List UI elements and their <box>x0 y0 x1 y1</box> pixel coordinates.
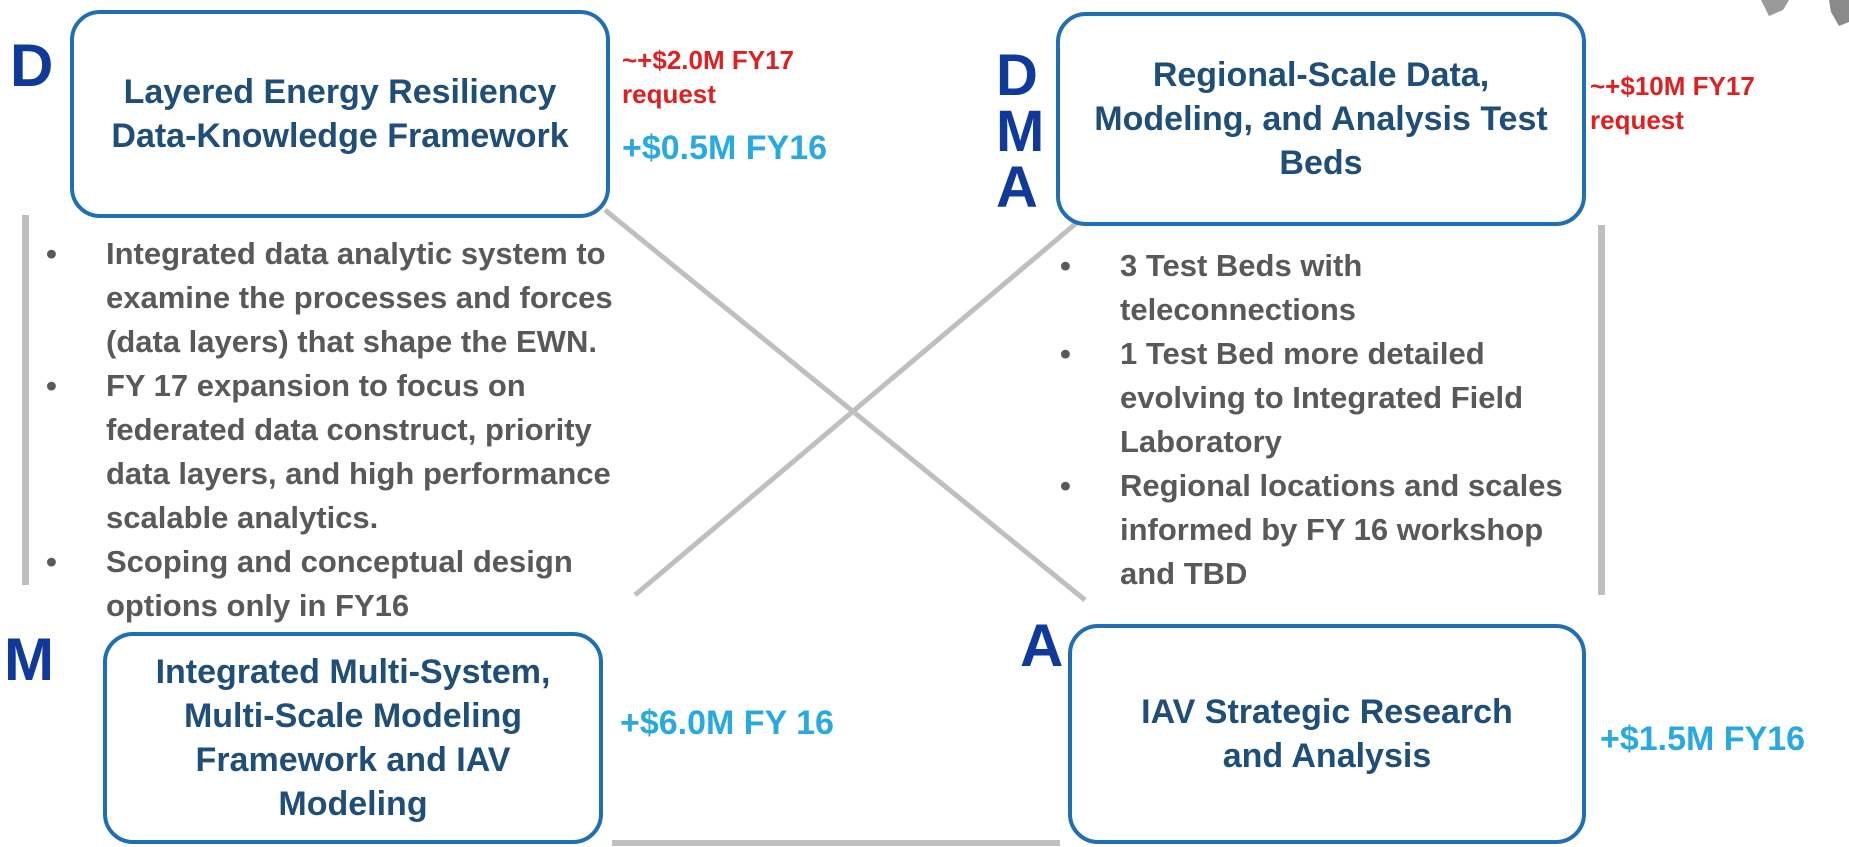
bullet-item: FY 17 expansion to focus on federated da… <box>30 364 650 540</box>
letter-a: A <box>1020 612 1064 679</box>
connector-data-to-analysis <box>603 208 1087 602</box>
data-framework-bullets: Integrated data analytic system to exami… <box>30 232 650 628</box>
data-fy17-request: ~+$2.0M FY17 request <box>622 44 794 112</box>
letter-m: M <box>4 626 54 693</box>
letter-dma-m: M <box>996 99 1045 164</box>
data-fy17-request-text: ~+$2.0M FY17 request <box>622 45 794 109</box>
connector-testbeds-to-modeling <box>633 218 1082 597</box>
bullet-item: 3 Test Beds with teleconnections <box>1044 244 1584 332</box>
data-framework-title: Layered Energy Resiliency Data-Knowledge… <box>111 72 569 155</box>
letter-dma-d: D <box>996 43 1038 108</box>
bullet-item: Scoping and conceptual design options on… <box>30 540 650 628</box>
left-bracket-bar <box>22 215 29 585</box>
bullet-item: Integrated data analytic system to exami… <box>30 232 650 364</box>
analysis-title: IAV Strategic Research and Analysis <box>1141 692 1513 775</box>
test-beds-title: Regional-Scale Data, Modeling, and Analy… <box>1094 55 1548 183</box>
test-beds-fy17-request-text: ~+$10M FY17 request <box>1590 71 1755 135</box>
partial-logo-image <box>1761 0 1849 26</box>
modeling-framework-title: Integrated Multi-System, Multi-Scale Mod… <box>155 652 551 824</box>
right-bracket-bar <box>1598 225 1605 595</box>
analysis-box: IAV Strategic Research and Analysis <box>1068 624 1586 844</box>
analysis-fy16-funding: +$1.5M FY16 <box>1600 720 1806 758</box>
bullet-item: 1 Test Bed more detailed evolving to Int… <box>1044 332 1584 464</box>
letter-d: D <box>10 32 54 99</box>
data-fy16-funding: +$0.5M FY16 <box>622 129 828 167</box>
modeling-framework-box: Integrated Multi-System, Multi-Scale Mod… <box>103 632 603 844</box>
test-beds-fy17-request: ~+$10M FY17 request <box>1590 70 1755 138</box>
data-framework-box: Layered Energy Resiliency Data-Knowledge… <box>70 10 610 218</box>
modeling-fy16-funding: +$6.0M FY 16 <box>620 704 834 742</box>
test-beds-box: Regional-Scale Data, Modeling, and Analy… <box>1056 12 1586 226</box>
letter-dma-a: A <box>996 155 1038 220</box>
test-beds-bullets: 3 Test Beds with teleconnections 1 Test … <box>1044 244 1584 596</box>
bullet-item: Regional locations and scales informed b… <box>1044 464 1584 596</box>
dma-letters: D M A <box>996 43 1045 220</box>
